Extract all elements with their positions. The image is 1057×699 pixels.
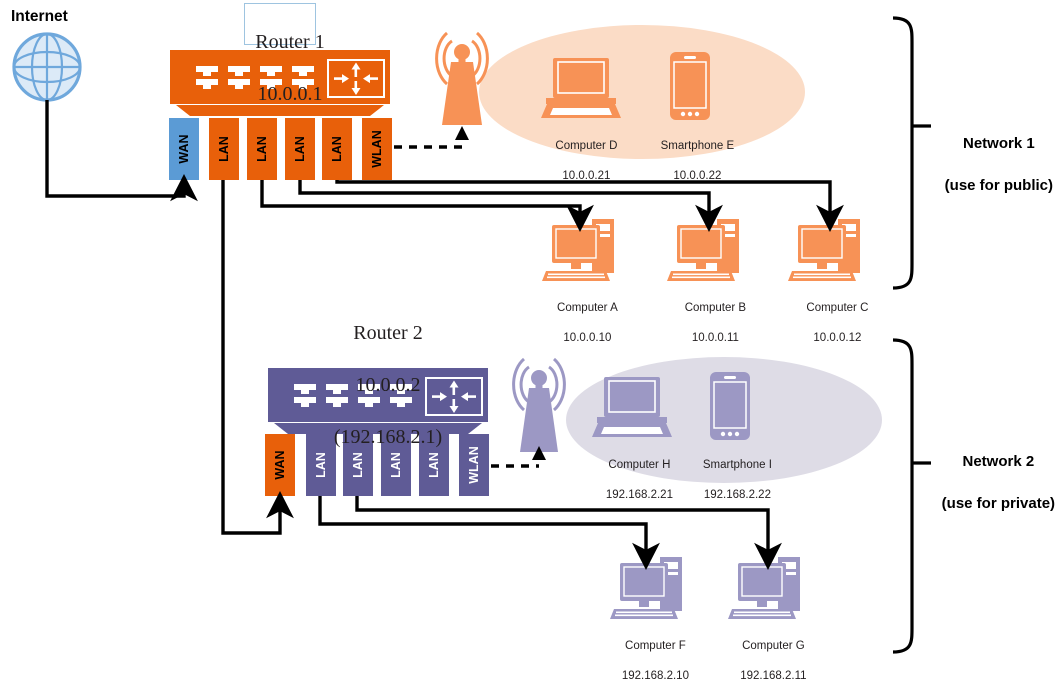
router2-title: Router 2 10.0.0.2 (192.168.2.1) — [283, 294, 473, 476]
router1-port-lan-4-label[interactable]: LAN — [330, 136, 344, 162]
computer-f-label: Computer F 192.168.2.10 — [621, 640, 689, 682]
router2-port-lan-1 — [306, 434, 336, 496]
computer-a-label: Computer A 10.0.0.10 — [557, 302, 618, 344]
computer-b-desktop-icon — [667, 219, 739, 281]
router1-port-wan — [169, 118, 199, 180]
network1-access-point-icon — [435, 31, 489, 125]
diagram-graphics — [12, 16, 931, 654]
router2-port-lan-2 — [343, 434, 373, 496]
router1-port-lan-2 — [247, 118, 277, 180]
computer-f-desktop-icon — [610, 557, 682, 619]
router1-port-lan-1 — [209, 118, 239, 180]
router1-port-wlan-label[interactable]: WLAN — [370, 130, 384, 168]
router1-port-wan-label[interactable]: WAN — [177, 134, 191, 164]
router1-port-wlan — [362, 118, 392, 180]
network-diagram-canvas: Internet Router 1 10.0.0.1 Router 2 10.0… — [11, 3, 1056, 682]
computer-g-desktop-icon — [728, 557, 800, 619]
router2-port-lan-2-label[interactable]: LAN — [351, 452, 365, 478]
smartphone-e-icon — [670, 52, 710, 120]
network1-brace — [892, 16, 931, 290]
router2-name: Router 2 — [353, 322, 423, 344]
network1-label: Network 1 (use for public) — [944, 135, 1054, 194]
cable-router2-lan2-to-computer-g — [355, 496, 782, 570]
cable-router1-lan3-to-computer-b — [298, 180, 723, 232]
router1-jacks — [196, 66, 314, 89]
router1-title-selection-box[interactable] — [244, 3, 316, 45]
router2-ports[interactable] — [265, 434, 489, 496]
smartphone-i-label: Smartphone I 192.168.2.22 — [702, 459, 772, 501]
router2-ip-alt: (192.168.2.1) — [333, 426, 443, 448]
cable-router1-lan2-to-computer-a — [260, 180, 594, 232]
router1-name: Router 1 — [255, 31, 325, 53]
router1-port-lan-3-label[interactable]: LAN — [293, 136, 307, 162]
router2-port-lan-1-label[interactable]: LAN — [314, 452, 328, 478]
globe-icon — [12, 32, 82, 102]
router1-port-lan-2-label[interactable]: LAN — [255, 136, 269, 162]
router1-port-lan-1-label[interactable]: LAN — [217, 136, 231, 162]
router1-routing-icon — [327, 59, 385, 98]
smartphone-i-icon — [710, 372, 750, 440]
computer-c-desktop-icon — [788, 219, 860, 281]
router2-port-wlan-label[interactable]: WLAN — [467, 446, 481, 484]
router2-port-lan-4 — [419, 434, 449, 496]
router2-port-wlan — [459, 434, 489, 496]
router2-port-wan — [265, 434, 295, 496]
computer-a-desktop-icon — [542, 219, 614, 281]
router1-port-lan-4 — [322, 118, 352, 180]
cable-router2-lan1-to-computer-f — [318, 496, 660, 570]
cable-internet-to-router1-wan — [45, 100, 198, 202]
network2-brace — [892, 338, 931, 654]
computer-d-label: Computer D 10.0.0.21 — [555, 140, 618, 182]
wireless-link-router2-arrowhead — [532, 446, 546, 460]
router2-port-lan-4-label[interactable]: LAN — [427, 452, 441, 478]
router1-title: Router 1 10.0.0.1 — [205, 3, 355, 133]
network2-access-point-icon — [512, 357, 566, 452]
router2-port-wan-label[interactable]: WAN — [273, 450, 287, 480]
computer-g-label: Computer G 192.168.2.11 — [740, 640, 807, 682]
router1-device[interactable] — [170, 50, 390, 116]
computer-c-label: Computer C 10.0.0.12 — [806, 302, 869, 344]
router2-device[interactable] — [268, 368, 488, 434]
router2-ip: 10.0.0.2 — [355, 374, 421, 396]
computer-d-laptop-icon — [541, 58, 621, 118]
router2-routing-icon — [425, 377, 483, 416]
router2-jacks — [294, 384, 412, 407]
computer-b-label: Computer B 10.0.0.11 — [684, 302, 747, 344]
router2-port-lan-3 — [381, 434, 411, 496]
router2-port-lan-3-label[interactable]: LAN — [389, 452, 403, 478]
cable-router1-lan1-to-router2-wan — [221, 180, 294, 535]
cable-router1-lan4-to-computer-c — [335, 180, 844, 232]
wireless-link-router1-arrowhead — [455, 126, 469, 140]
computer-h-laptop-icon — [592, 377, 672, 437]
router1-ip: 10.0.0.1 — [257, 83, 323, 105]
internet-label: Internet — [11, 8, 68, 25]
smartphone-e-label: Smartphone E 10.0.0.22 — [660, 140, 735, 182]
router1-port-lan-3 — [285, 118, 315, 180]
network2-label: Network 2 (use for private) — [941, 453, 1056, 512]
router1-ports[interactable] — [169, 118, 392, 180]
computer-h-label: Computer H 192.168.2.21 — [605, 459, 673, 501]
